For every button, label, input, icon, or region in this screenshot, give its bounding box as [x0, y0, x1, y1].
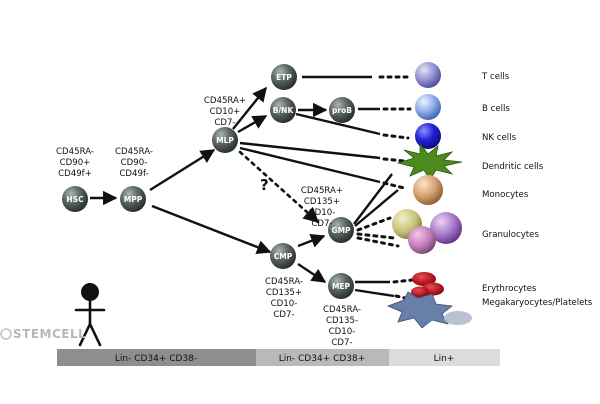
svg-text:CD10-: CD10-	[271, 299, 298, 309]
label-monocytes: Monocytes	[482, 190, 529, 200]
svg-text:CD45RA+: CD45RA+	[301, 186, 343, 196]
arrow-cmp-gmp	[297, 233, 326, 248]
monocyte-icon	[413, 175, 443, 205]
label-nk-cells: NK cells	[482, 133, 517, 143]
svg-text:CD10-: CD10-	[309, 208, 336, 218]
markers-mlp: CD45RA+ CD10+ CD7-	[204, 96, 246, 128]
erythrocyte-icons	[411, 272, 444, 298]
markers-mpp: CD45RA- CD90- CD49f-	[115, 147, 153, 179]
node-hsc: HSC	[62, 186, 88, 212]
svg-text:CD7-: CD7-	[331, 338, 352, 348]
svg-text:CD135-: CD135-	[326, 316, 358, 326]
node-bnk-label: B/NK	[273, 106, 295, 115]
phenotype-bar-segment-3: Lin+	[434, 354, 455, 364]
label-megakaryocytes: Megakaryocytes/Platelets	[482, 298, 593, 308]
label-granulocytes: Granulocytes	[482, 230, 539, 240]
markers-hsc: CD45RA- CD90+ CD49f+	[56, 147, 94, 179]
svg-text:CD7-: CD7-	[311, 219, 332, 229]
node-mpp-label: MPP	[124, 195, 143, 204]
granulocyte-icons	[392, 209, 462, 254]
svg-text:CD45RA-: CD45RA-	[265, 277, 303, 287]
node-hsc-label: HSC	[66, 195, 84, 204]
svg-text:CD45RA+: CD45RA+	[204, 96, 246, 106]
label-erythrocytes: Erythrocytes	[482, 284, 537, 294]
node-bnk: B/NK	[270, 97, 296, 123]
brand-text: STEMCELL	[13, 327, 86, 341]
dotted-connectors	[356, 75, 416, 302]
arrow-mpp-cmp	[151, 204, 272, 255]
svg-text:CD45RA-: CD45RA-	[323, 305, 361, 315]
label-b-cells: B cells	[482, 104, 510, 114]
node-etp-label: ETP	[276, 73, 292, 82]
b-cell-icon	[415, 94, 441, 120]
brand-watermark: STEMCELL	[0, 327, 86, 341]
arrow-mlp-bnk	[237, 114, 268, 134]
svg-text:CD7-: CD7-	[273, 310, 294, 320]
nk-cell-icon	[415, 123, 441, 149]
uncertain-mark: ?	[260, 176, 269, 194]
node-cmp-label: CMP	[274, 252, 293, 261]
node-prob-label: proB	[332, 106, 352, 115]
line-bnk-nk	[295, 112, 381, 136]
arrow-mlp-etp	[232, 86, 267, 130]
line-mlp-dc	[239, 141, 381, 160]
svg-text:CD7-: CD7-	[214, 118, 235, 128]
phenotype-bar: Lin- CD34+ CD38- Lin- CD34+ CD38+ Lin+	[57, 349, 500, 366]
node-mlp-label: MLP	[216, 136, 234, 145]
phenotype-bar-segment-2: Lin- CD34+ CD38+	[279, 354, 366, 364]
node-mlp: MLP	[212, 127, 238, 153]
line-mlp-mono	[239, 146, 381, 184]
svg-text:CD45RA-: CD45RA-	[115, 147, 153, 157]
label-dendritic-cells: Dendritic cells	[482, 162, 544, 172]
svg-text:CD135+: CD135+	[304, 197, 340, 207]
person-icon	[74, 283, 106, 347]
line-mep-mk	[354, 288, 395, 298]
markers-gmp: CD45RA+ CD135+ CD10- CD7-	[301, 186, 343, 229]
label-t-cells: T cells	[481, 72, 510, 82]
svg-text:CD90-: CD90-	[121, 158, 148, 168]
megakaryocyte-icon	[386, 291, 472, 329]
svg-text:CD49f+: CD49f+	[58, 169, 92, 179]
svg-text:CD10+: CD10+	[210, 107, 241, 117]
node-cmp: CMP	[270, 243, 296, 269]
t-cell-icon	[415, 62, 441, 88]
arrow-mpp-mlp	[149, 148, 216, 192]
cell-type-labels: T cells B cells NK cells Dendritic cells…	[481, 72, 593, 308]
node-mep: MEP	[328, 273, 354, 299]
node-prob: proB	[329, 97, 355, 123]
markers-mep: CD45RA- CD135- CD10- CD7-	[323, 305, 361, 348]
markers-cmp: CD45RA- CD135+ CD10- CD7-	[265, 277, 303, 320]
node-etp: ETP	[271, 64, 297, 90]
node-mep-label: MEP	[332, 282, 351, 291]
arrow-mlp-gmp-uncertain	[238, 150, 320, 224]
arrow-cmp-mep	[297, 263, 327, 283]
svg-text:CD49f-: CD49f-	[119, 169, 148, 179]
node-mpp: MPP	[120, 186, 146, 212]
node-gmp: GMP	[328, 217, 354, 243]
svg-text:CD90+: CD90+	[60, 158, 91, 168]
node-gmp-label: GMP	[331, 226, 351, 235]
svg-text:CD10-: CD10-	[329, 327, 356, 337]
svg-text:CD135+: CD135+	[266, 288, 302, 298]
line-gmp-mono	[354, 189, 399, 227]
phenotype-bar-segment-1: Lin- CD34+ CD38-	[115, 354, 197, 364]
dendritic-cell-icon	[396, 142, 463, 181]
svg-text:CD45RA-: CD45RA-	[56, 147, 94, 157]
